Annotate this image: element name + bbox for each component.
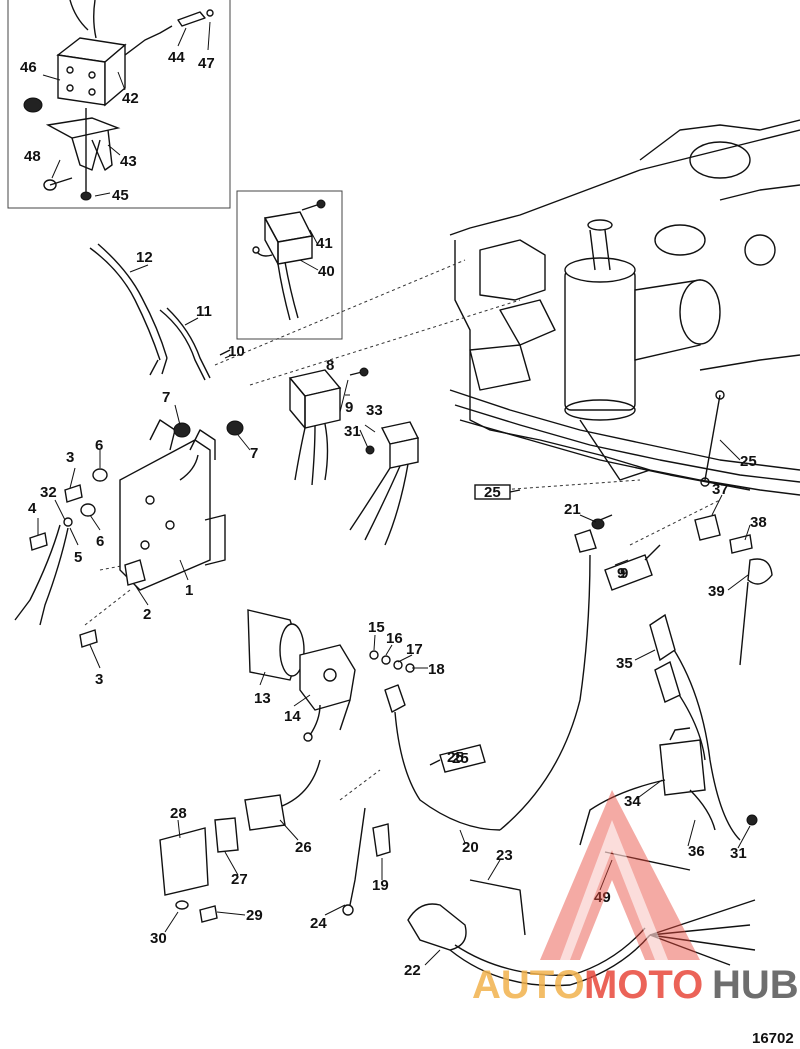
- callout-32: 32: [40, 484, 57, 501]
- callout-18: 18: [428, 661, 445, 678]
- fasteners: [14, 420, 244, 648]
- callout-31-top: 31: [344, 423, 361, 440]
- tube-25-bottom: 25: [429, 744, 486, 773]
- callout-36: 36: [688, 843, 705, 860]
- callout-41: 41: [316, 235, 333, 252]
- callout-6-bottom: 6: [96, 533, 104, 550]
- callout-34: 34: [624, 793, 641, 810]
- callout-7-left: 7: [162, 389, 170, 406]
- module-40-illustration: [252, 199, 326, 321]
- callout-11: 11: [196, 303, 212, 320]
- callout-19: 19: [372, 877, 389, 894]
- callout-31-bottom: 31: [730, 845, 747, 862]
- tube-9: 9: [604, 544, 661, 591]
- solenoid-13-14: [247, 609, 415, 742]
- callout-12: 12: [136, 249, 153, 266]
- callout-35: 35: [616, 655, 633, 672]
- tube-25-top: 25: [474, 484, 521, 501]
- inset-box-module: [236, 190, 343, 340]
- bracket-1: [119, 419, 226, 591]
- callout-49: 49: [594, 889, 611, 906]
- callout-4: 4: [28, 500, 37, 517]
- regulator-8: [288, 367, 369, 486]
- callout-33: 33: [366, 402, 383, 419]
- callout-30: 30: [150, 930, 167, 947]
- callout-24: 24: [310, 915, 327, 932]
- callout-2: 2: [143, 606, 151, 623]
- callout-40: 40: [318, 263, 335, 280]
- callout-17: 17: [406, 641, 423, 658]
- callout-3-top: 3: [66, 449, 74, 466]
- callout-5: 5: [74, 549, 82, 566]
- callout-26: 26: [295, 839, 312, 856]
- callout-7-right: 7: [250, 445, 258, 462]
- callout-15: 15: [368, 619, 385, 636]
- callout-46: 46: [20, 59, 37, 76]
- callout-leaders: [37, 21, 751, 966]
- callout-29: 29: [246, 907, 263, 924]
- tube-label-9: 9: [620, 565, 628, 582]
- dashed-leader-lines: [84, 259, 721, 801]
- watermark-logo: AUTO MOTO HUB: [472, 790, 799, 1007]
- callout-45: 45: [112, 187, 129, 204]
- callout-25-right: 25: [740, 453, 757, 470]
- sensor-37-39: [591, 390, 773, 666]
- tube-label-25-top: 25: [484, 484, 501, 501]
- module-33: [349, 421, 420, 546]
- callout-14: 14: [284, 708, 301, 725]
- callout-9-tube: 9: [617, 565, 625, 582]
- callout-39: 39: [708, 583, 725, 600]
- callout-42: 42: [122, 90, 139, 107]
- callout-44: 44: [168, 49, 185, 66]
- ignition-coil-34: [579, 613, 758, 846]
- callout-20: 20: [462, 839, 479, 856]
- watermark-auto: AUTO: [472, 963, 585, 1007]
- callout-43: 43: [120, 153, 137, 170]
- callout-28: 28: [170, 805, 187, 822]
- callout-38: 38: [750, 514, 767, 531]
- callout-8: 8: [326, 357, 334, 374]
- callout-21: 21: [564, 501, 581, 518]
- callout-9: 9: [345, 399, 353, 416]
- callout-25-bottom: 25: [447, 749, 464, 766]
- callout-23: 23: [496, 847, 513, 864]
- callout-27: 27: [231, 871, 248, 888]
- callout-22: 22: [404, 962, 421, 979]
- watermark-triangle-icon: [540, 790, 700, 960]
- callout-10: 10: [228, 343, 245, 360]
- harness-22: [407, 851, 756, 987]
- cables: [159, 529, 597, 923]
- relay-assembly-illustration: [23, 0, 214, 201]
- callout-47: 47: [198, 55, 215, 72]
- callout-37: 37: [712, 481, 729, 498]
- engine-block-illustration: [449, 119, 800, 496]
- callout-48: 48: [24, 148, 41, 165]
- callout-3-bottom: 3: [95, 671, 103, 688]
- watermark-moto: MOTO: [584, 963, 703, 1007]
- watermark-hub: HUB: [712, 963, 799, 1007]
- figure-id: 16702: [752, 1030, 794, 1047]
- harness-12-11: [89, 243, 231, 381]
- callout-16: 16: [386, 630, 403, 647]
- callout-13: 13: [254, 690, 271, 707]
- callout-1: 1: [185, 582, 193, 599]
- inset-box-top-left: [7, 0, 231, 209]
- tube-label-25-bottom: 25: [452, 750, 469, 767]
- callout-6-top: 6: [95, 437, 103, 454]
- callout-labels: 46 42 44 47 43 48 45 41 40 12 11 10 8 9 …: [20, 49, 767, 979]
